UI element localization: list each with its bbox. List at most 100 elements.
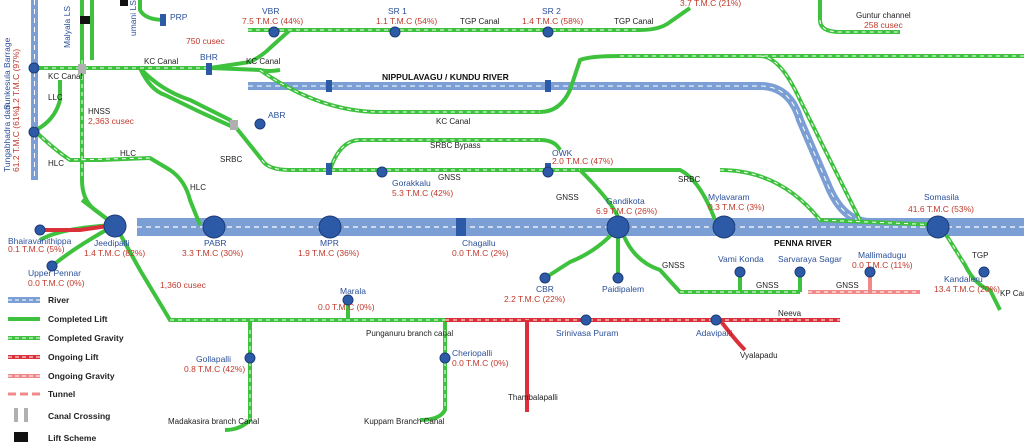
rama-label: umani LS <box>128 0 138 36</box>
structures <box>78 0 551 236</box>
node-sarvaraya[interactable] <box>794 266 806 278</box>
node-cbr[interactable] <box>539 272 551 284</box>
flow-label: 1,360 cusec <box>160 280 207 290</box>
nippulavagu-label: NIPPULAVAGU / KUNDU RIVER <box>382 72 509 82</box>
node-jeedipalli[interactable] <box>103 214 127 238</box>
node-srinivasa[interactable] <box>580 314 592 326</box>
sr1-name: SR 1 <box>388 6 407 16</box>
canal-crossing <box>230 120 238 130</box>
mallimadugu-name: Mallimadugu <box>858 250 906 260</box>
somasila-stat: 41.6 T.M.C (53%) <box>908 204 974 214</box>
vbr-stat: 7.5 T.M.C (44%) <box>242 16 303 26</box>
node-somasila[interactable] <box>926 215 950 239</box>
legend-label: Ongoing Lift <box>48 352 99 362</box>
canal-label: Madakasira branch Canal <box>168 417 259 426</box>
marala-name: Marala <box>340 286 366 296</box>
node-sr1[interactable] <box>389 26 401 38</box>
node-gorakkalu[interactable] <box>376 166 388 178</box>
upper-pennar-name: Upper Pennar <box>28 268 81 278</box>
reservoir-nodes <box>28 26 990 364</box>
node-sunkesula[interactable] <box>28 62 40 74</box>
marala-stat: 0.0 T.M.C (0%) <box>318 302 375 312</box>
gravity-dashes <box>35 19 1024 420</box>
canal-crossing <box>78 64 86 74</box>
cheriopalli-name: Cheriopalli <box>452 348 492 358</box>
tungabhadra-name: Tungabhadra dam <box>2 103 12 172</box>
gollapalli-name: Gollapalli <box>196 354 231 364</box>
cbr-stat: 2.2 T.M.C (22%) <box>504 294 565 304</box>
adavipalli-name: Adavipalli <box>696 328 732 338</box>
node-kandaleru[interactable] <box>978 266 990 278</box>
node-cheriopalli[interactable] <box>439 352 451 364</box>
node-sr2[interactable] <box>542 26 554 38</box>
canal-label: KC Canal <box>246 57 280 66</box>
legend-label: Lift Scheme <box>48 433 96 443</box>
canal-label: KC Canal <box>144 57 178 66</box>
prp-name: PRP <box>170 12 188 22</box>
node-gandikota[interactable] <box>606 215 630 239</box>
node-gollapalli[interactable] <box>244 352 256 364</box>
owk-name: OWK <box>552 148 573 158</box>
canal-label: KP Can <box>1000 289 1024 298</box>
legend-label: Canal Crossing <box>48 411 110 421</box>
gorakkalu-name: Gorakkalu <box>392 178 431 188</box>
canal-label: GNSS <box>836 281 859 290</box>
sr1-stat: 1.1 T.M.C (54%) <box>376 16 437 26</box>
canal-label: SRBC <box>678 175 700 184</box>
cheriopalli-stat: 0.0 T.M.C (0%) <box>452 358 509 368</box>
legend-item-completed-lift: Completed Lift <box>8 314 108 324</box>
abr-name: ABR <box>268 110 285 120</box>
kandaleru-stat: 13.4 T.M.C (20%) <box>934 284 1000 294</box>
upper-pennar-stat: 0.0 T.M.C (0%) <box>28 278 85 288</box>
legend-item-completed-gravity: Completed Gravity <box>8 333 124 343</box>
bhr-name: BHR <box>200 52 218 62</box>
legend-item-tunnel: Tunnel <box>8 389 75 399</box>
mylavaram-stat: 0.3 T.M.C (3%) <box>708 202 765 212</box>
node-vami[interactable] <box>734 266 746 278</box>
node-upper-pennar[interactable] <box>46 260 58 272</box>
legend-item-ongoing-lift: Ongoing Lift <box>8 352 99 362</box>
node-vbr[interactable] <box>268 26 280 38</box>
node-abr[interactable] <box>254 118 266 130</box>
legend-item-canal-crossing: Canal Crossing <box>14 408 110 422</box>
rivers <box>31 0 1024 236</box>
kandaleru-name: Kandaleru <box>944 274 983 284</box>
lift-scheme-marker <box>120 0 128 6</box>
chagallu-stat: 0.0 T.M.C (2%) <box>452 248 509 258</box>
canal-label: SRBC <box>220 155 242 164</box>
canal-label: TGP Canal <box>614 17 654 26</box>
node-mpr[interactable] <box>318 215 342 239</box>
node-mylavaram[interactable] <box>712 215 736 239</box>
node-bhairavanithippa[interactable] <box>34 224 46 236</box>
sunkesula-stat: 1.2 T.M.C (97%) <box>11 49 21 110</box>
canal-label: KC Canal <box>436 117 470 126</box>
mpr-stat: 1.9 T.M.C (36%) <box>298 248 359 258</box>
node-tungabhadra[interactable] <box>28 126 40 138</box>
canal-label: TGP <box>972 251 988 260</box>
node-paidipalem[interactable] <box>612 272 624 284</box>
node-mallimadugu[interactable] <box>864 266 876 278</box>
owk-stat: 2.0 T.M.C (47%) <box>552 156 613 166</box>
stat-label: 3.7 T.M.C (21%) <box>680 0 741 8</box>
tungabhadra-stat: 61.2 T.M.C (61%) <box>11 106 21 172</box>
node-adavipalli[interactable] <box>710 314 722 326</box>
canal-label: GNSS <box>756 281 779 290</box>
node-marala[interactable] <box>342 294 354 306</box>
canal-label: SRBC Bypass <box>430 141 481 150</box>
bhairavanithippa-stat: 0.1 T.M.C (5%) <box>8 244 65 254</box>
canal-label: HLC <box>48 159 64 168</box>
vbr-name: VBR <box>262 6 279 16</box>
node-owk[interactable] <box>542 166 554 178</box>
node-pabr[interactable] <box>202 215 226 239</box>
chagallu-name: Chagallu <box>462 238 496 248</box>
paidipalem-name: Paidipalem <box>602 284 644 294</box>
canal-label: Vyalapadu <box>740 351 778 360</box>
legend-label: Tunnel <box>48 389 75 399</box>
sr2-name: SR 2 <box>542 6 561 16</box>
flow-label: 258 cusec <box>864 20 903 30</box>
canal-label: Kuppam Branch Canal <box>364 417 445 426</box>
mylavaram-name: Mylavaram <box>708 192 750 202</box>
canal-label: Punganuru branch canal <box>366 329 453 338</box>
legend-label: Completed Gravity <box>48 333 124 343</box>
sr2-stat: 1.4 T.M.C (58%) <box>522 16 583 26</box>
